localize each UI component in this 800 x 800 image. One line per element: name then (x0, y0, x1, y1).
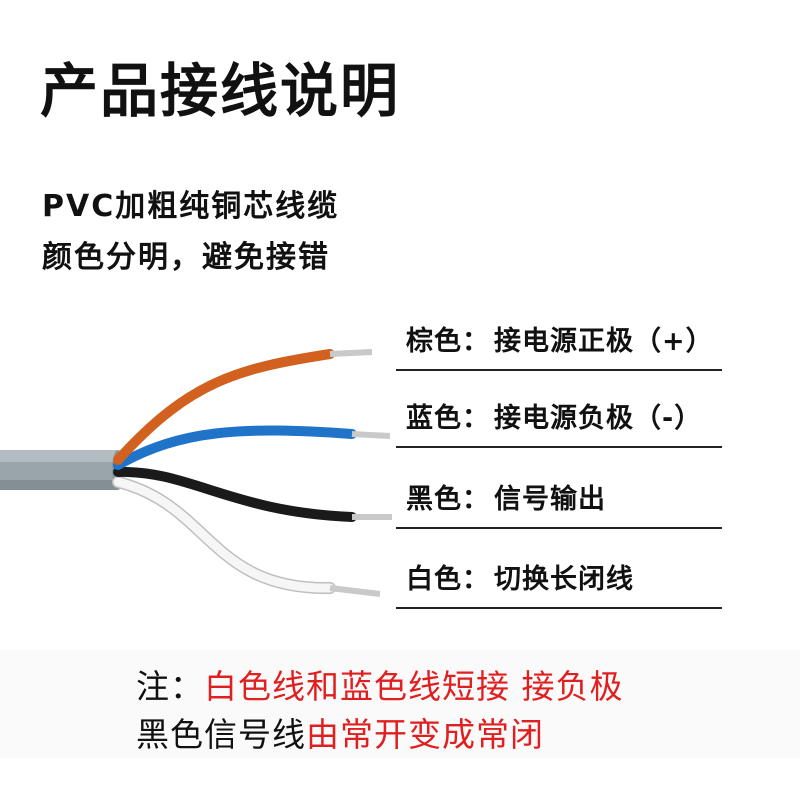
legend-item-black: 黑色：信号输出 (396, 486, 722, 529)
black-wire (113, 466, 357, 522)
legend-item-brown: 棕色：接电源正极（+） (396, 328, 722, 371)
legend-color-label: 棕色 (406, 326, 462, 357)
legend-description: 接电源负极（-） (494, 403, 703, 434)
note-highlight-2: 由常开变成常闭 (306, 715, 544, 754)
legend-description: 接电源正极（+） (494, 326, 714, 357)
blue-wire (113, 425, 357, 470)
cable-sheath (0, 450, 124, 490)
white-wire-copper (329, 585, 381, 597)
legend-separator: ： (462, 326, 490, 357)
legend-item-blue: 蓝色：接电源负极（-） (396, 405, 722, 448)
note-prefix: 注： (136, 667, 204, 706)
note-signal-text: 黑色信号线 (136, 715, 306, 754)
note-line-1: 注：白色线和蓝色线短接 接负极 (136, 670, 624, 703)
legend-color-label: 白色 (406, 564, 462, 595)
note-highlight-1: 白色线和蓝色线短接 接负极 (204, 667, 624, 706)
note-panel (0, 650, 800, 758)
page-title: 产品接线说明 (40, 57, 401, 125)
note-line-2: 黑色信号线由常开变成常闭 (136, 718, 544, 751)
subtitle-line-1: PVC加粗纯铜芯线缆 (42, 189, 340, 224)
legend-item-white: 白色：切换长闭线 (396, 566, 722, 609)
legend-description: 切换长闭线 (494, 564, 634, 595)
legend-color-label: 蓝色 (406, 403, 462, 434)
blue-wire-copper (351, 431, 391, 439)
legend-separator: ： (462, 484, 490, 515)
brown-wire (113, 349, 335, 465)
brown-wire-copper (329, 349, 373, 357)
legend-separator: ： (462, 564, 490, 595)
subtitle-line-2: 颜色分明，避免接错 (42, 240, 330, 275)
legend-description: 信号输出 (494, 484, 606, 515)
legend-color-label: 黑色 (406, 484, 462, 515)
cable-illustration (0, 349, 392, 597)
legend-separator: ： (462, 403, 490, 434)
